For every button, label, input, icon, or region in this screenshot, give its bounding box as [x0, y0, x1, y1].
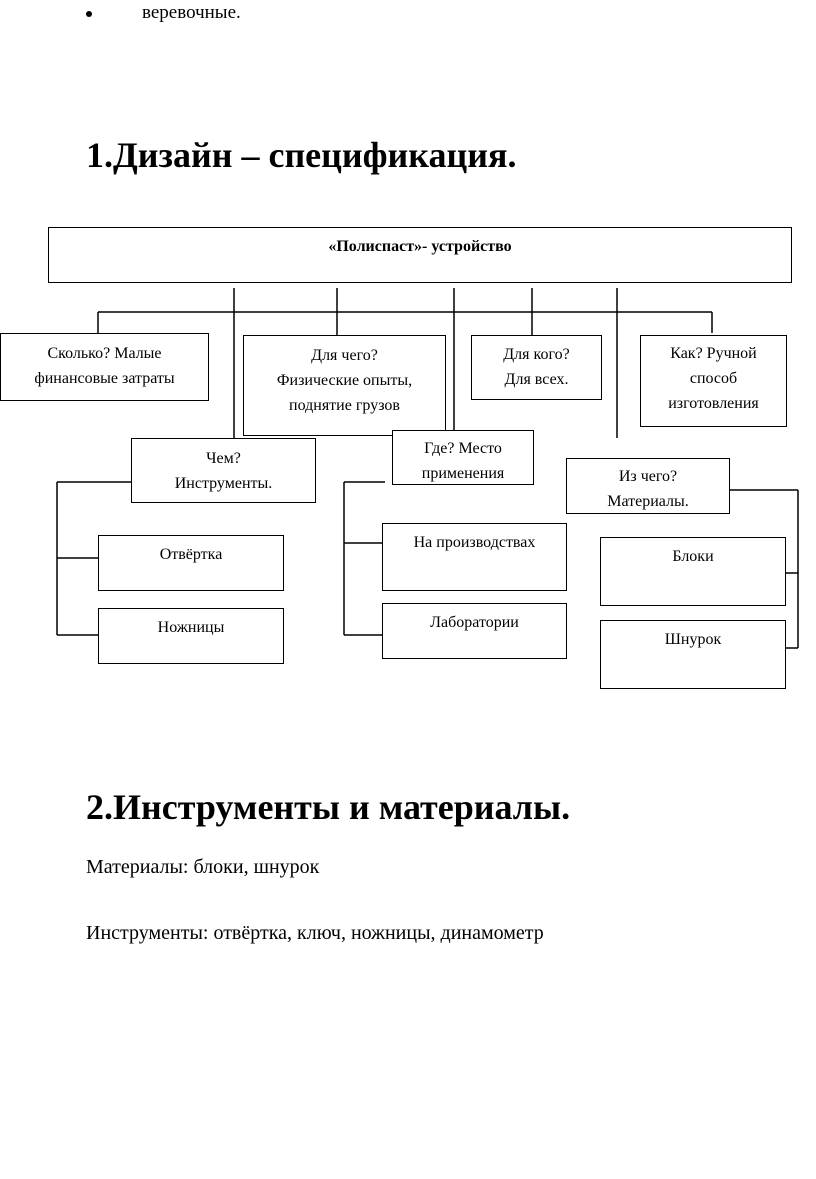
- box-place-production: На производствах: [382, 523, 567, 591]
- bullet-item: веревочные.: [142, 2, 241, 23]
- box-for-whom: Для кого? Для всех.: [471, 335, 602, 400]
- box-line: Ножницы: [157, 619, 225, 636]
- box-line: Шнурок: [664, 631, 722, 648]
- box-line: Чем?: [206, 450, 241, 467]
- tools-line: Инструменты: отвёртка, ключ, ножницы, ди…: [86, 922, 544, 944]
- section-heading-design: 1.Дизайн – спецификация.: [86, 135, 517, 175]
- box-where: Где? Место применения: [392, 430, 534, 485]
- box-line: Блоки: [672, 548, 714, 565]
- box-place-labs: Лаборатории: [382, 603, 567, 659]
- bullet-icon: [86, 11, 92, 17]
- box-line: Для всех.: [504, 371, 569, 388]
- box-line: Как? Ручной: [670, 345, 757, 362]
- box-line: Где? Место: [424, 440, 502, 457]
- box-from-what: Из чего? Материалы.: [566, 458, 730, 514]
- box-line: На производствах: [413, 534, 536, 551]
- box-line: поднятие грузов: [289, 397, 400, 414]
- box-line: Лаборатории: [430, 614, 519, 631]
- box-line: Сколько? Малые: [47, 345, 162, 362]
- box-line: финансовые затраты: [34, 370, 175, 387]
- box-what-for: Для чего? Физические опыты, поднятие гру…: [243, 335, 446, 436]
- root-box: «Полиспаст»- устройство: [48, 227, 792, 283]
- box-line: Инструменты.: [174, 475, 273, 492]
- box-material-cord: Шнурок: [600, 620, 786, 689]
- box-line: применения: [421, 465, 505, 482]
- box-line: Материалы.: [607, 493, 689, 510]
- box-line: Отвёртка: [159, 546, 223, 563]
- box-line: способ: [689, 370, 738, 387]
- box-how: Как? Ручной способ изготовления: [640, 335, 787, 427]
- box-line: Для кого?: [503, 346, 570, 363]
- root-label: «Полиспаст»- устройство: [328, 238, 512, 255]
- materials-line: Материалы: блоки, шнурок: [86, 856, 320, 878]
- box-material-blocks: Блоки: [600, 537, 786, 606]
- box-line: Физические опыты,: [276, 372, 413, 389]
- box-line: изготовления: [668, 395, 759, 412]
- box-tool-screwdriver: Отвёртка: [98, 535, 284, 591]
- box-tool-scissors: Ножницы: [98, 608, 284, 664]
- box-with-what: Чем? Инструменты.: [131, 438, 316, 503]
- section-heading-tools-materials: 2.Инструменты и материалы.: [86, 787, 571, 827]
- box-line: Из чего?: [618, 468, 678, 485]
- box-line: Для чего?: [311, 347, 378, 364]
- box-how-much: Сколько? Малые финансовые затраты: [0, 333, 209, 401]
